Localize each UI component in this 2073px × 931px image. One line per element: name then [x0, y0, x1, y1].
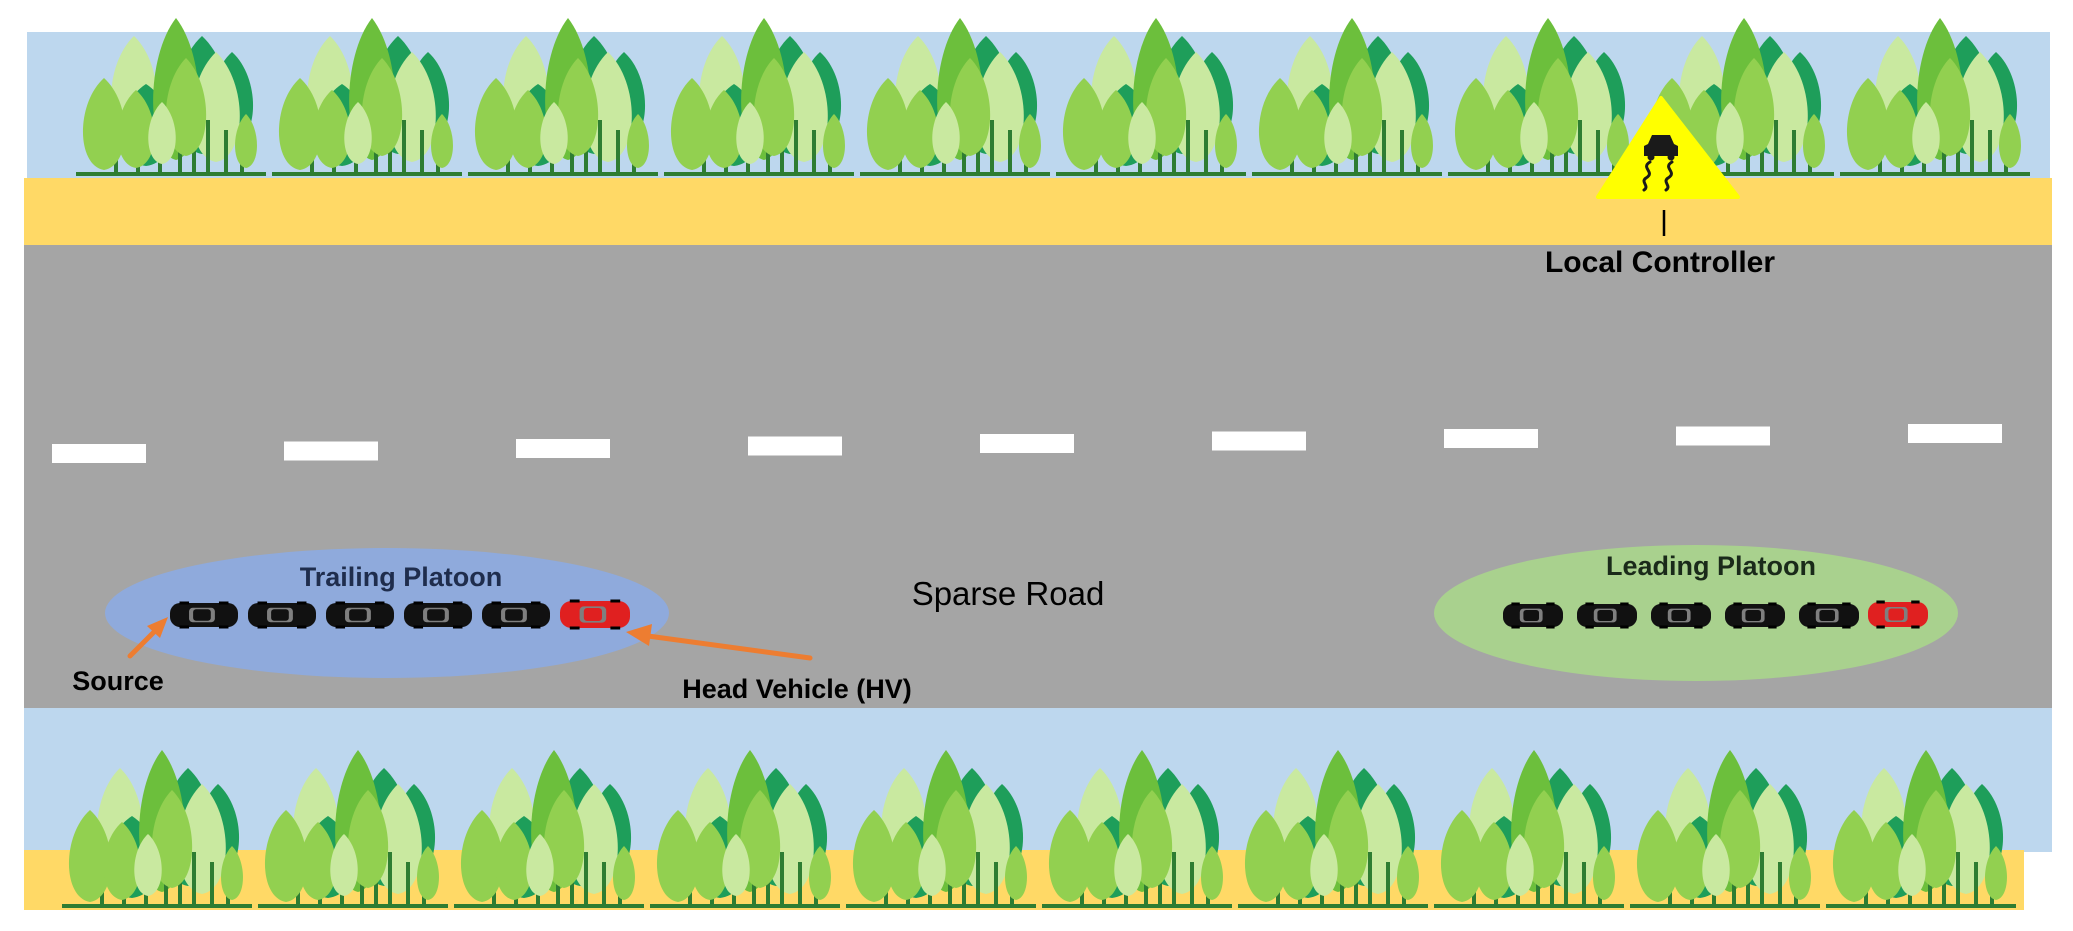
- tree-cluster-icon: [650, 750, 840, 908]
- follower-vehicle-icon: [1503, 602, 1563, 629]
- follower-vehicle-icon: [404, 601, 472, 629]
- tree-cluster-icon: [846, 750, 1036, 908]
- follower-vehicle-icon: [1651, 602, 1711, 629]
- leading-platoon-label: Leading Platoon: [1606, 551, 1816, 581]
- follower-vehicle-icon: [1799, 602, 1859, 629]
- local-controller: Local Controller: [1545, 96, 1775, 279]
- tree-cluster-icon: [664, 18, 854, 176]
- lane-dash: [980, 434, 1074, 453]
- head-vehicle-icon: [1868, 600, 1928, 629]
- local-controller-label: Local Controller: [1545, 246, 1775, 279]
- bottom-tree-row: [62, 750, 2016, 908]
- lane-dash: [516, 439, 610, 458]
- follower-vehicle-icon: [248, 601, 316, 629]
- follower-vehicle-icon: [170, 601, 238, 629]
- tree-cluster-icon: [62, 750, 252, 908]
- top-sidewalk: [24, 178, 2052, 245]
- trailing-platoon-vehicles: [170, 599, 630, 630]
- sparse-road-label: Sparse Road: [912, 575, 1105, 612]
- tree-cluster-icon: [1826, 750, 2016, 908]
- tree-cluster-icon: [76, 18, 266, 176]
- lane-divider: [52, 424, 2002, 463]
- tree-cluster-icon: [272, 18, 462, 176]
- head-vehicle-arrow: [626, 624, 813, 661]
- tree-cluster-icon: [468, 18, 658, 176]
- tree-cluster-icon: [454, 750, 644, 908]
- tree-cluster-icon: [1840, 18, 2030, 176]
- tree-cluster-icon: [860, 18, 1050, 176]
- bottom-roadside: [24, 708, 2052, 910]
- top-tree-row: [76, 18, 2030, 176]
- source-arrow: [127, 617, 168, 659]
- tree-cluster-icon: [1448, 18, 1638, 176]
- follower-vehicle-icon: [1577, 602, 1637, 629]
- leading-platoon: Leading Platoon: [1434, 545, 1958, 681]
- follower-vehicle-icon: [482, 601, 550, 629]
- skid-marks-icon: [1642, 160, 1674, 192]
- head-vehicle-label: Head Vehicle (HV): [682, 674, 912, 704]
- lane-dash: [284, 441, 378, 461]
- lane-dash: [52, 444, 146, 463]
- follower-vehicle-icon: [326, 601, 394, 629]
- trailing-platoon: Trailing Platoon: [105, 548, 669, 678]
- lane-dash: [748, 436, 842, 456]
- slippery-car-icon: [1644, 135, 1678, 161]
- trailing-platoon-label: Trailing Platoon: [300, 562, 503, 592]
- lane-dash: [1212, 431, 1306, 451]
- tree-cluster-icon: [1252, 18, 1442, 176]
- lane-dash: [1444, 429, 1538, 448]
- follower-vehicle-icon: [1725, 602, 1785, 629]
- source-label: Source: [72, 666, 164, 696]
- lane-dash: [1676, 426, 1770, 446]
- head-vehicle-icon: [560, 599, 630, 630]
- leading-platoon-vehicles: [1503, 600, 1928, 629]
- tree-cluster-icon: [1238, 750, 1428, 908]
- tree-cluster-icon: [1630, 750, 1820, 908]
- tree-cluster-icon: [1056, 18, 1246, 176]
- top-roadside: [24, 18, 2052, 245]
- tree-cluster-icon: [1042, 750, 1232, 908]
- tree-cluster-icon: [258, 750, 448, 908]
- tree-cluster-icon: [1434, 750, 1624, 908]
- lane-dash: [1908, 424, 2002, 443]
